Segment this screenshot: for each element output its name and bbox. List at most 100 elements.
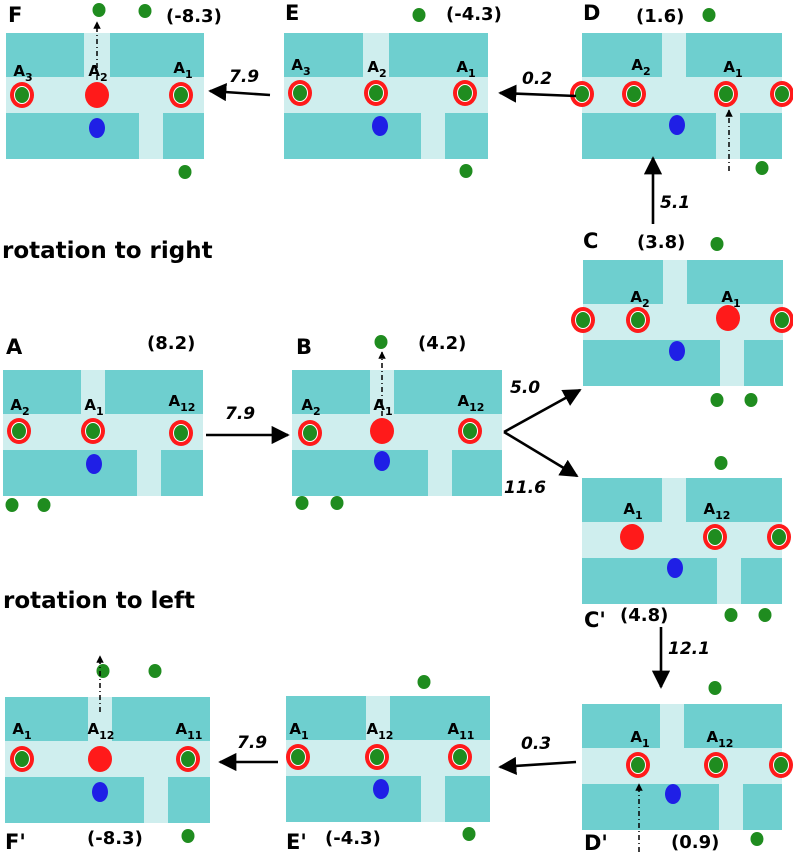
panel-energy: (-4.3)	[325, 828, 381, 849]
green-atom	[174, 425, 188, 441]
atom-label-subscript: 1	[642, 737, 650, 750]
bottom-gap	[139, 113, 163, 159]
bottom-gap	[421, 776, 445, 822]
green-atom	[86, 423, 100, 439]
free-green-atom	[295, 496, 309, 510]
atom-label: A3	[13, 62, 32, 84]
panel-energy: (4.8)	[620, 605, 668, 626]
atom-label: A2	[301, 396, 320, 418]
free-green-atom	[744, 393, 758, 407]
channel	[582, 522, 782, 558]
free-green-atom	[750, 832, 764, 846]
atom-label: A12	[88, 720, 115, 742]
atom-label: A2	[630, 288, 649, 310]
atom-label: A1	[456, 58, 475, 80]
bottom-gap	[720, 340, 744, 386]
atom-label-subscript: 1	[733, 297, 741, 310]
atom-label-symbol: A	[88, 62, 100, 80]
top-gap	[88, 697, 112, 741]
top-gap	[660, 704, 684, 748]
atom-label-subscript: 12	[718, 737, 733, 750]
panel-label: F'	[5, 830, 26, 854]
atom-label-subscript: 12	[715, 509, 730, 522]
atom-label-subscript: 12	[99, 729, 114, 742]
arrow-d-to-e	[498, 84, 577, 103]
atom-label-subscript: 1	[468, 67, 476, 80]
transition-value-c-d: 5.1	[660, 193, 690, 213]
blue-atom	[667, 558, 683, 578]
atom-label: A12	[704, 500, 731, 522]
atom-label: A1	[373, 396, 392, 418]
transition-value-b-c: 5.0	[510, 378, 540, 398]
panel-energy: (-8.3)	[166, 6, 222, 27]
atom-label-symbol: A	[367, 58, 379, 76]
atom-label-symbol: A	[367, 720, 379, 738]
atom-label-symbol: A	[301, 396, 313, 414]
transition-value-e-prime-f-prime: 7.9	[237, 733, 267, 753]
blue-atom	[372, 116, 388, 136]
free-green-atom	[462, 827, 476, 841]
atom-label: A1	[12, 720, 31, 742]
green-atom	[293, 85, 307, 101]
atom-label-symbol: A	[707, 728, 719, 746]
free-green-atom	[412, 8, 426, 22]
transition-value-c-prime-d-prime: 12.1	[668, 639, 710, 659]
free-green-atom	[96, 664, 110, 678]
atom-label-symbol: A	[458, 392, 470, 410]
bottom-gap	[421, 113, 445, 159]
atom-label-subscript: 2	[100, 71, 108, 84]
atom-label-subscript: 2	[313, 405, 321, 418]
green-atom	[12, 423, 26, 439]
free-green-atom	[708, 681, 722, 695]
free-green-atom	[5, 498, 19, 512]
red-atom	[370, 418, 394, 444]
free-green-atom	[330, 496, 344, 510]
transition-value-d-prime-e-prime: 0.3	[521, 734, 551, 754]
blue-atom	[669, 115, 685, 135]
atom-label: A11	[176, 720, 203, 742]
free-green-atom	[755, 161, 769, 175]
green-atom	[369, 85, 383, 101]
green-atom	[576, 312, 590, 328]
free-green-atom	[178, 165, 192, 179]
atom-label-subscript: 1	[24, 729, 32, 742]
bottom-lattice-block	[5, 777, 210, 823]
panel-label: C'	[584, 608, 606, 632]
red-atom	[620, 524, 644, 550]
channel	[582, 77, 782, 113]
atom-label-symbol: A	[169, 392, 181, 410]
green-atom	[453, 749, 467, 765]
atom-label-subscript: 1	[735, 67, 743, 80]
bottom-lattice-block	[6, 113, 204, 159]
atom-label: A12	[458, 392, 485, 414]
channel	[583, 304, 783, 340]
heading-rotation-right: rotation to right	[2, 238, 213, 264]
green-atom	[575, 86, 589, 102]
panel-label: F	[8, 3, 22, 27]
atom-label-subscript: 3	[303, 65, 311, 78]
atom-label-symbol: A	[289, 720, 301, 738]
atom-label: A12	[367, 720, 394, 742]
atom-label-symbol: A	[630, 728, 642, 746]
red-atom	[716, 305, 740, 331]
blue-atom	[669, 341, 685, 361]
atom-label: A1	[84, 396, 103, 418]
atom-label-symbol: A	[721, 288, 733, 306]
atom-label-symbol: A	[291, 56, 303, 74]
atom-label-subscript: 3	[25, 71, 33, 84]
top-gap	[663, 260, 687, 304]
arrow-e-to-f	[208, 83, 271, 102]
top-gap	[366, 696, 390, 740]
free-green-atom	[702, 8, 716, 22]
transition-value-a-b: 7.9	[225, 404, 255, 424]
atom-label: A1	[630, 728, 649, 750]
free-green-atom	[374, 335, 388, 349]
top-gap	[662, 478, 686, 522]
green-atom	[775, 86, 789, 102]
arrow-d-prime-to-e-prime	[498, 756, 577, 776]
atom-label-subscript: 1	[185, 68, 193, 81]
free-green-atom	[758, 608, 772, 622]
